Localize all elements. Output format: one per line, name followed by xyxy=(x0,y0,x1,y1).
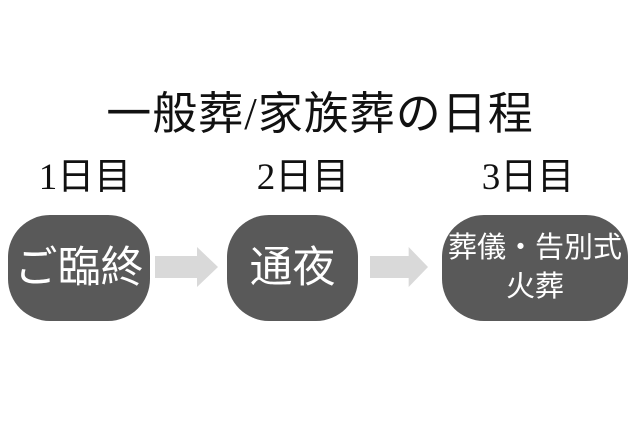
diagram-title: 一般葬/家族葬の日程 xyxy=(106,89,534,139)
stage-box-day3-label-line2: 火葬 xyxy=(505,271,564,303)
stage-box-day3-label-line1: 葬儀・告別式 xyxy=(447,232,622,264)
stage-box-day3: 葬儀・告別式 火葬 xyxy=(442,215,628,321)
right-arrow-icon xyxy=(370,247,428,287)
day-label-1: 1日目 xyxy=(38,157,132,198)
day-label-2: 2日目 xyxy=(256,157,350,198)
stage-box-day2: 通夜 xyxy=(227,215,358,321)
day-label-3: 3日目 xyxy=(481,157,575,198)
stage-box-day1-label: ご臨終 xyxy=(14,244,144,292)
right-arrow-icon xyxy=(155,247,218,287)
stage-box-day1: ご臨終 xyxy=(8,215,150,321)
stage-box-day2-label: 通夜 xyxy=(249,244,336,292)
